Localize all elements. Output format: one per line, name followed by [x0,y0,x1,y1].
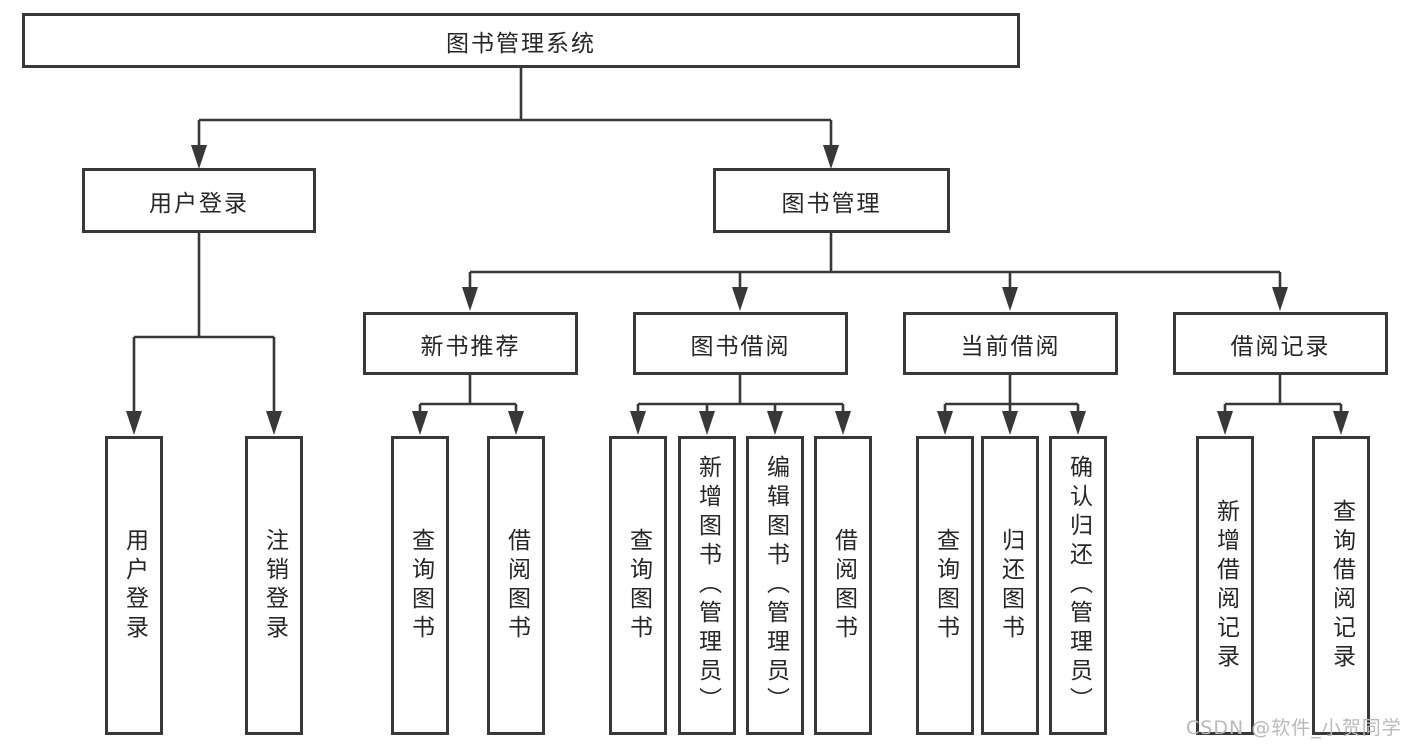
leaf-bb-add-books-admin: 新增图书（管理员） [678,436,736,735]
node-book-borrow-label: 图书借阅 [690,333,791,360]
leaf-br-add-record: 新增借阅记录 [1196,436,1254,735]
leaf-bb-query-books-label: 查询图书 [625,527,652,644]
leaf-cb-return-books-label: 归还图书 [997,527,1024,644]
node-user-login: 用户登录 [82,168,316,233]
leaf-nbr-borrow-books-label: 借阅图书 [503,527,530,644]
leaf-nbr-query-books: 查询图书 [391,436,449,735]
node-root: 图书管理系统 [22,13,1020,68]
leaf-nbr-query-books-label: 查询图书 [407,527,434,644]
leaf-br-add-record-label: 新增借阅记录 [1212,498,1239,673]
leaf-bb-edit-books-admin: 编辑图书（管理员） [746,436,804,735]
node-new-book-recommend-label: 新书推荐 [420,333,521,360]
node-current-borrow: 当前借阅 [903,312,1118,375]
leaf-bb-add-books-admin-label: 新增图书（管理员） [694,455,721,716]
leaf-logout-label: 注销登录 [261,527,288,644]
node-book-borrow: 图书借阅 [633,312,848,375]
leaf-bb-query-books: 查询图书 [609,436,667,735]
node-book-management: 图书管理 [713,168,950,233]
node-root-label: 图书管理系统 [446,30,596,57]
node-user-login-label: 用户登录 [149,190,249,217]
node-borrow-records-label: 借阅记录 [1230,333,1331,360]
node-new-book-recommend: 新书推荐 [363,312,578,375]
leaf-cb-query-books: 查询图书 [916,436,974,735]
leaf-cb-confirm-return-admin: 确认归还（管理员） [1049,436,1107,735]
watermark: CSDN @软件_小贺同学 [1186,717,1402,739]
leaf-cb-query-books-label: 查询图书 [932,527,959,644]
leaf-br-query-record-label: 查询借阅记录 [1328,498,1355,673]
leaf-br-query-record: 查询借阅记录 [1312,436,1370,735]
leaf-cb-confirm-return-admin-label: 确认归还（管理员） [1065,455,1092,716]
leaf-bb-borrow-books: 借阅图书 [814,436,872,735]
leaf-nbr-borrow-books: 借阅图书 [487,436,545,735]
node-book-management-label: 图书管理 [781,190,882,217]
leaf-user-login-label: 用户登录 [121,527,148,644]
leaf-bb-borrow-books-label: 借阅图书 [830,527,857,644]
node-borrow-records: 借阅记录 [1173,312,1388,375]
leaf-user-login: 用户登录 [105,436,163,735]
leaf-cb-return-books: 归还图书 [981,436,1039,735]
arrowheads [126,145,1349,435]
leaf-bb-edit-books-admin-label: 编辑图书（管理员） [762,455,789,716]
leaf-logout: 注销登录 [245,436,303,735]
node-current-borrow-label: 当前借阅 [960,333,1061,360]
